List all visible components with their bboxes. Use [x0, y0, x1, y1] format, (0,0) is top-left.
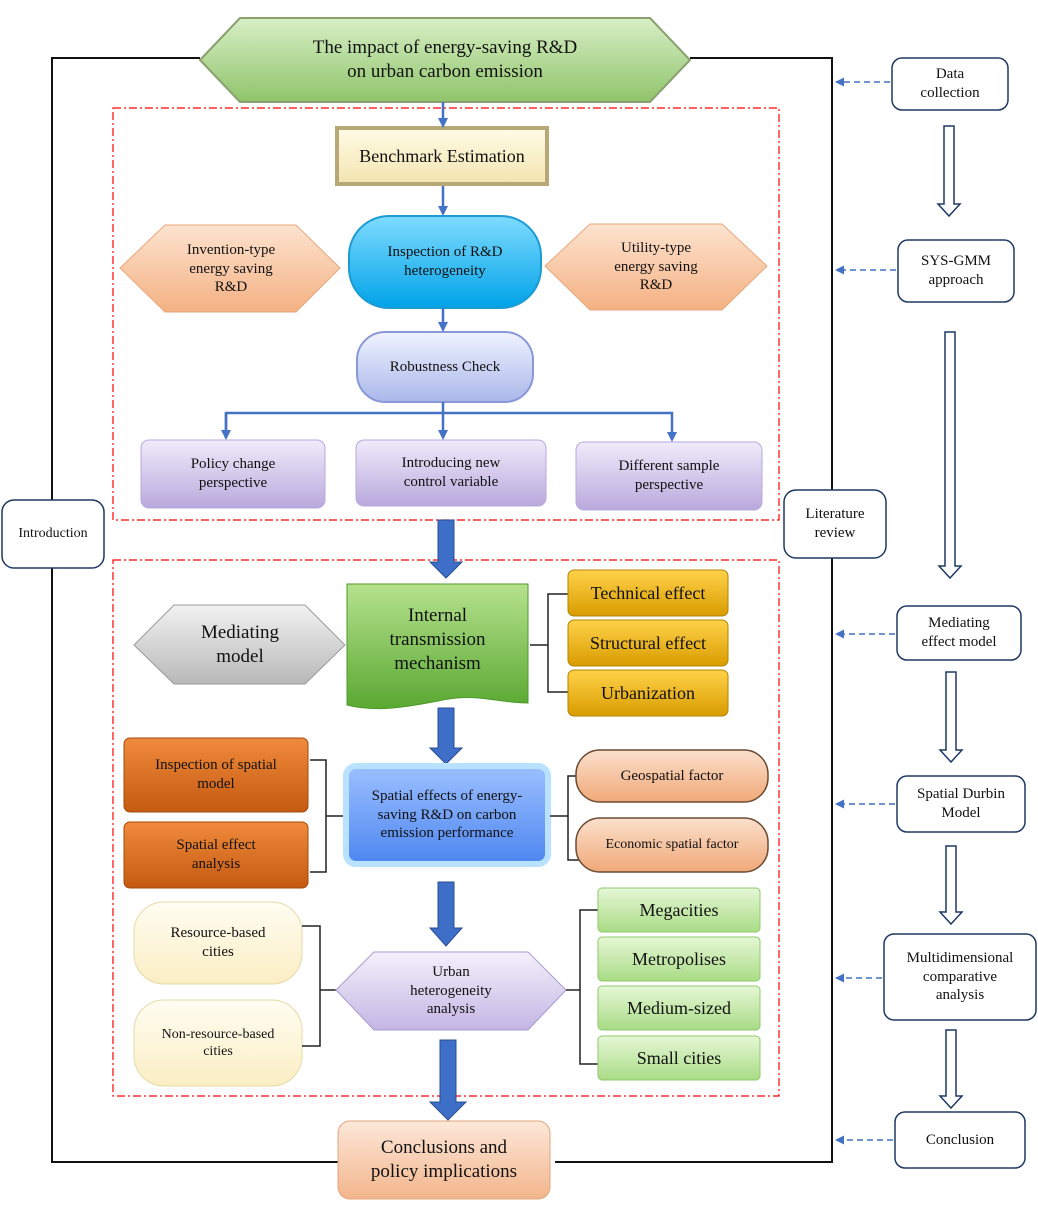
urban-heterogeneity-hexagon: [335, 951, 567, 1031]
heterogeneity-box: [348, 215, 542, 309]
inspection-spatial-box: [123, 737, 309, 813]
method-dashed-arrows: [835, 77, 896, 1145]
bracket-right-urban: [566, 909, 598, 1065]
method-flow-arrows: [936, 125, 964, 1110]
literature-box: [783, 489, 887, 559]
title-banner: [198, 17, 692, 103]
method-durbin-box: [896, 775, 1026, 833]
bracket-internal: [530, 593, 568, 693]
economic-box: [575, 817, 769, 873]
medium-box: [597, 985, 761, 1031]
policy-box: [140, 439, 326, 509]
outer-frame: [51, 57, 833, 1163]
method-multi-box: [883, 933, 1037, 1021]
invention-hexagon: [119, 224, 341, 313]
conclusions-box: [337, 1120, 551, 1200]
block-arrows: [428, 519, 468, 1121]
structural-box: [567, 619, 729, 667]
technical-box: [567, 569, 729, 617]
resource-box: [133, 901, 303, 985]
megacities-box: [597, 887, 761, 933]
utility-hexagon: [544, 223, 768, 311]
sample-box: [575, 441, 763, 511]
geospatial-box: [575, 749, 769, 803]
small-box: [597, 1035, 761, 1081]
robustness-box: [356, 331, 534, 403]
nonresource-box: [133, 999, 303, 1087]
control-box: [355, 439, 547, 507]
stage1-arrows: [221, 102, 677, 442]
mediating-model-hexagon: [133, 604, 346, 685]
method-sysgmm-box: [897, 239, 1015, 303]
introduction-box: [1, 499, 105, 569]
bracket-left-urban: [302, 925, 336, 1047]
bracket-left-spatial: [310, 759, 346, 873]
urbanization-box: [567, 669, 729, 717]
benchmark-box: [335, 126, 549, 186]
method-data-box: [891, 57, 1009, 111]
method-mediating-box: [896, 605, 1022, 661]
method-conclusion-box: [894, 1111, 1026, 1169]
metropolises-box: [597, 936, 761, 982]
spatial-effects-box: [343, 763, 551, 867]
internal-mechanism-doc: [346, 583, 529, 710]
spatial-effect-box: [123, 821, 309, 889]
